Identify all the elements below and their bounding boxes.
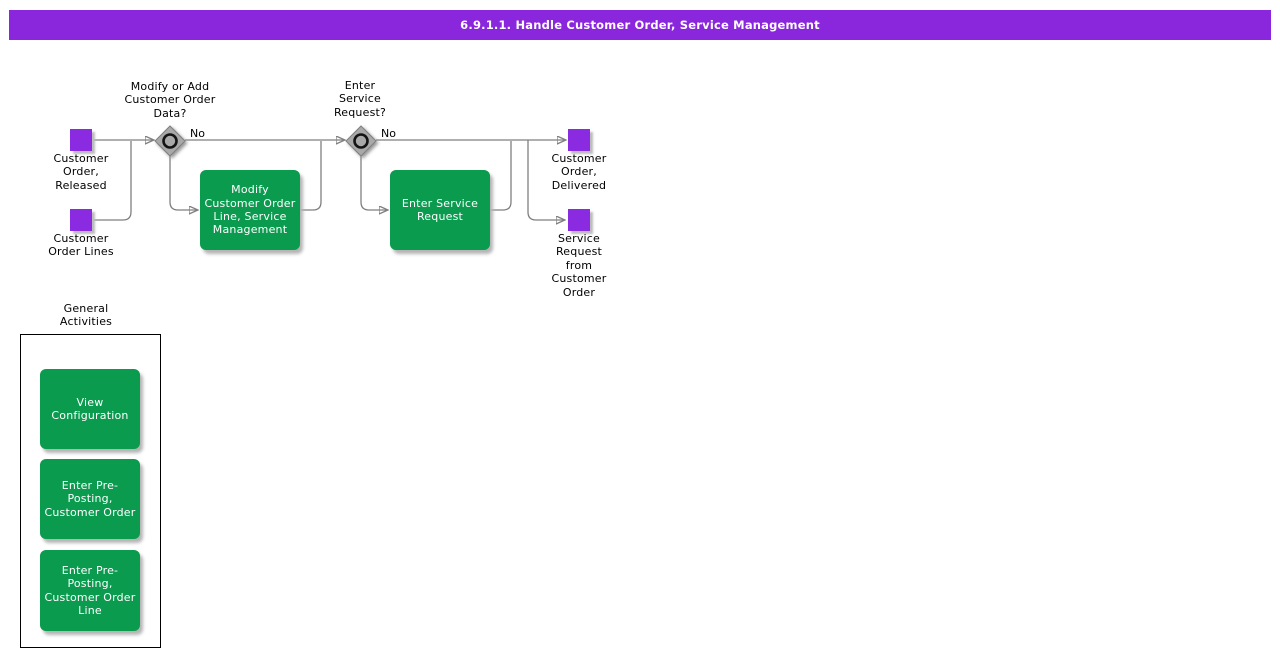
end-event-service-request-from-customer-order[interactable] [568, 209, 590, 231]
decision-gateway-enter-service-request [344, 124, 378, 158]
start-event-customer-order-lines-label: Customer Order Lines [48, 232, 114, 259]
activity-modify-customer-order-line-service-management[interactable]: Modify Customer Order Line, Service Mana… [200, 170, 300, 250]
end-event-customer-order-delivered-label: Customer Order, Delivered [551, 152, 607, 192]
start-event-customer-order-lines[interactable] [70, 209, 92, 231]
decision-enter-service-request-no-label: No [381, 127, 396, 140]
general-activity-enter-pre-posting-customer-order[interactable]: Enter Pre- Posting, Customer Order [40, 459, 140, 539]
end-event-customer-order-delivered[interactable] [568, 129, 590, 151]
decision-modify-or-add-no-label: No [190, 127, 205, 140]
diagram-title-bar: 6.9.1.1. Handle Customer Order, Service … [9, 10, 1271, 40]
decision-modify-or-add-question: Modify or Add Customer Order Data? [124, 80, 216, 120]
start-event-customer-order-released[interactable] [70, 129, 92, 151]
diagram-title: 6.9.1.1. Handle Customer Order, Service … [460, 18, 820, 32]
end-event-service-request-from-customer-order-label: Service Request from Customer Order [551, 232, 607, 299]
start-event-customer-order-released-label: Customer Order, Released [53, 152, 109, 192]
decision-enter-service-request-question: Enter Service Request? [333, 79, 387, 119]
activity-enter-service-request[interactable]: Enter Service Request [390, 170, 490, 250]
general-activities-title: General Activities [59, 302, 113, 329]
general-activity-enter-pre-posting-customer-order-line[interactable]: Enter Pre- Posting, Customer Order Line [40, 550, 140, 631]
general-activity-view-configuration[interactable]: View Configuration [40, 369, 140, 449]
decision-gateway-modify-or-add [153, 124, 187, 158]
